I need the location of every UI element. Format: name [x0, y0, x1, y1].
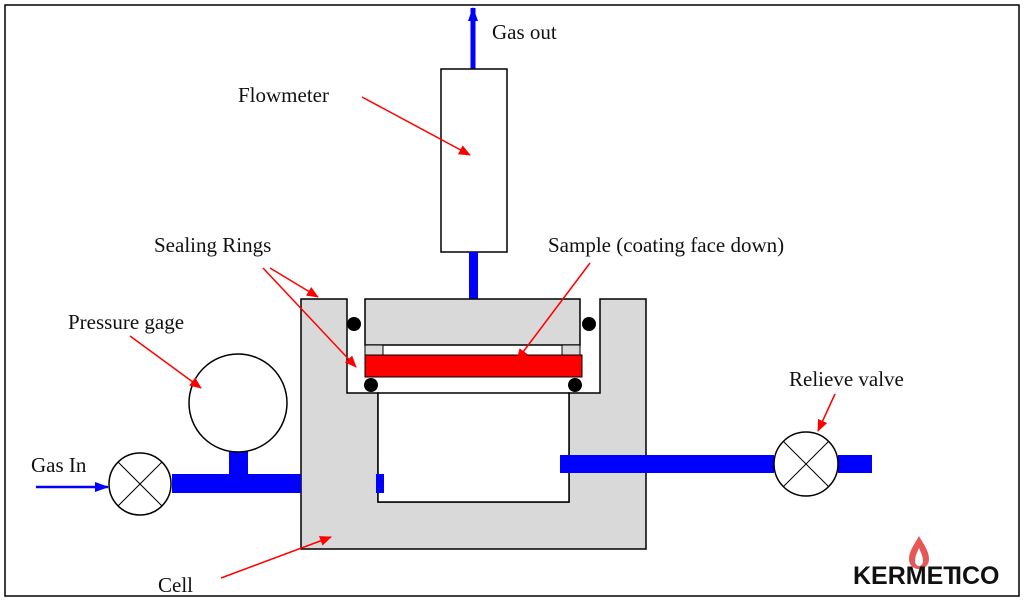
lid-spacer-right	[561, 344, 581, 356]
pressure-gage	[188, 353, 288, 453]
sealing-ring-top-right	[582, 317, 596, 331]
figure-border	[4, 4, 1020, 597]
label-sample: Sample (coating face down)	[548, 233, 784, 257]
sealing-ring-bottom-right	[568, 378, 582, 392]
inlet-pipe-stub	[376, 474, 384, 493]
sealing-ring-pointer-b	[269, 267, 319, 298]
outlet-pipe-end	[838, 455, 872, 473]
lid-spacer-left	[364, 344, 384, 356]
sealing-ring-pointer-a	[262, 267, 357, 368]
logo-text-main: KERMET	[853, 562, 959, 590]
flowmeter-pipe	[469, 252, 478, 299]
outlet-pipe	[560, 455, 774, 473]
sample	[364, 354, 583, 378]
cell-pointer	[220, 536, 332, 579]
label-relieve-valve: Relieve valve	[789, 367, 904, 391]
label-gas-in: Gas In	[31, 453, 87, 477]
flowmeter	[440, 68, 508, 253]
inlet-valve-cross-b	[117, 461, 163, 507]
flame-inner-icon	[915, 548, 923, 566]
kermetico-logo: KERMET ICO	[853, 536, 999, 590]
label-cell: Cell	[158, 573, 193, 597]
sample-pointer	[516, 262, 591, 361]
label-flowmeter: Flowmeter	[238, 83, 329, 107]
sealing-ring-bottom-left	[364, 378, 378, 392]
logo-text-end: ICO	[955, 562, 999, 590]
relieve-valve-pointer	[817, 393, 836, 432]
label-pressure-gage: Pressure gage	[68, 310, 184, 334]
gage-stem	[229, 450, 248, 493]
flowmeter-pointer	[361, 96, 471, 156]
cell-lid	[364, 298, 581, 346]
cell-chamber	[377, 392, 570, 503]
pressure-gage-pointer	[129, 335, 202, 389]
sealing-ring-top-left	[347, 317, 361, 331]
label-gas-out: Gas out	[492, 20, 557, 44]
relieve-valve-cross-b	[782, 440, 830, 488]
label-sealing-rings: Sealing Rings	[154, 233, 271, 257]
